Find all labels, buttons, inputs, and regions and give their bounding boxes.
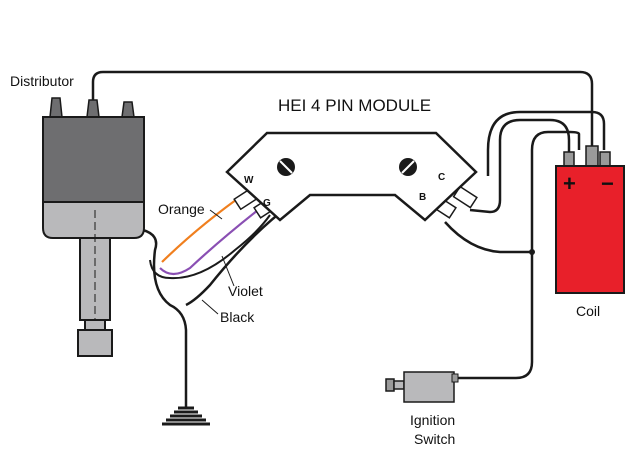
pin-c-label: C [438,172,445,183]
coil-positive-sign: + [563,171,576,196]
label-violet: Violet [228,283,263,299]
wire-module-b [444,221,532,254]
cap-terminal-left [49,97,63,118]
distributor-gear [77,329,113,357]
wire-black-ground [142,228,188,408]
pin-b-label: B [419,192,426,203]
ignition-key [385,378,395,392]
label-black: Black [220,309,255,325]
ignition-body [403,371,455,403]
module-body [225,131,478,222]
coil-negative-sign: − [601,171,614,196]
leader-black [201,299,219,315]
distributor-cap [42,116,145,203]
wire-harness-sheath [149,214,271,280]
coil: + − [555,145,625,294]
label-switch: Switch [414,431,455,447]
pin-w-label: W [244,175,254,186]
wire-coil-positive-outer [530,130,581,252]
wire-violet [159,209,259,276]
label-orange: Orange [158,201,205,217]
ignition-switch [385,371,459,403]
coil-terminal-positive [563,151,575,167]
diagram-title: HEI 4 PIN MODULE [278,96,431,115]
cap-terminal-right [121,101,135,118]
pin-g-label: G [263,198,271,209]
coil-body [555,165,625,294]
ground-symbol [162,406,210,426]
label-distributor: Distributor [10,73,74,89]
distributor [42,97,145,357]
coil-terminal-center [585,145,599,167]
coil-terminal-negative [599,151,611,167]
label-coil: Coil [576,303,600,319]
distributor-body [42,201,145,239]
hei-module: W G C B [225,131,478,222]
ignition-terminal [451,373,459,383]
wire-coil-positive-loop [469,118,571,214]
wire-ignition [458,252,534,380]
wire-junction [529,249,535,255]
wire-coil-negative [486,110,606,176]
label-ignition: Ignition [410,412,455,428]
distributor-gear-collar [84,319,106,331]
ignition-barrel [393,380,405,390]
leader-orange [209,209,223,220]
leader-violet [221,255,235,287]
wire-distributor-to-coil [91,70,594,148]
cap-terminal-mid [86,99,100,118]
